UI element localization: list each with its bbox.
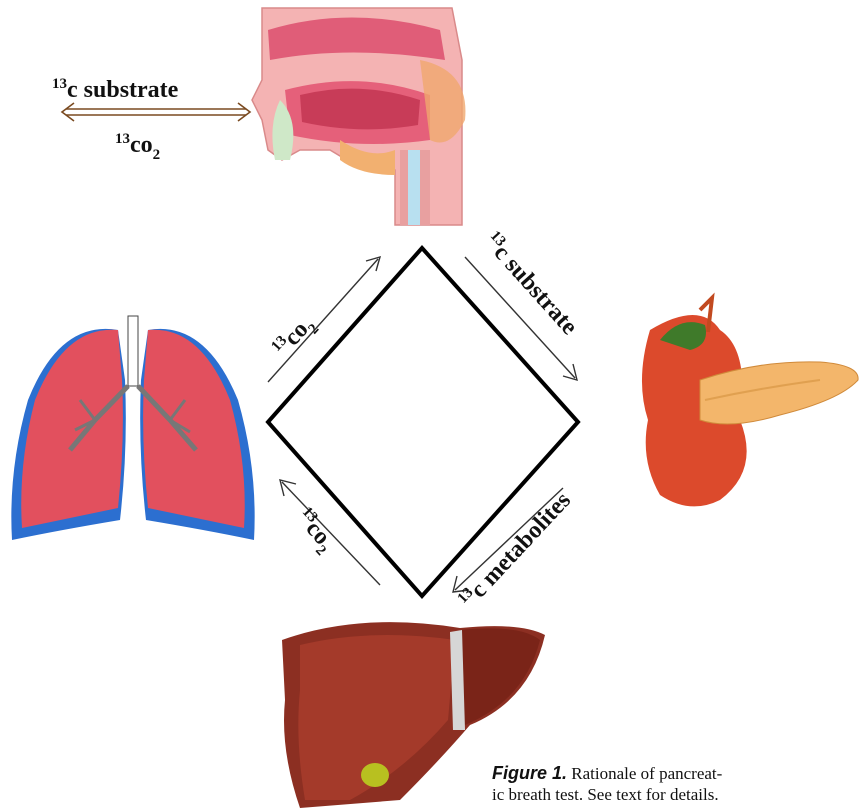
- mouth-out-label: 13co2: [115, 131, 160, 163]
- edge-top-right-label: 13c substrate: [479, 228, 584, 340]
- edge-bottom-left-label: 13co2: [287, 504, 341, 559]
- lungs-illustration: [11, 316, 254, 540]
- mouth-double-arrow: [62, 103, 250, 121]
- mouth-in-label: 13c substrate: [52, 76, 179, 103]
- edge-top-left-label: 13co2: [268, 310, 322, 365]
- figure-caption: Figure 1. Rationale of pancreat- ic brea…: [492, 763, 860, 805]
- head-cross-section-illustration: [252, 8, 465, 225]
- caption-line-1: Rationale of pancreat-: [571, 764, 722, 783]
- figure-label: Figure 1.: [492, 763, 567, 783]
- pancreas-illustration: [642, 298, 858, 506]
- caption-line-2: ic breath test. See text for details.: [492, 785, 719, 804]
- edge-bottom-right-label: 13c metabolites: [455, 487, 576, 614]
